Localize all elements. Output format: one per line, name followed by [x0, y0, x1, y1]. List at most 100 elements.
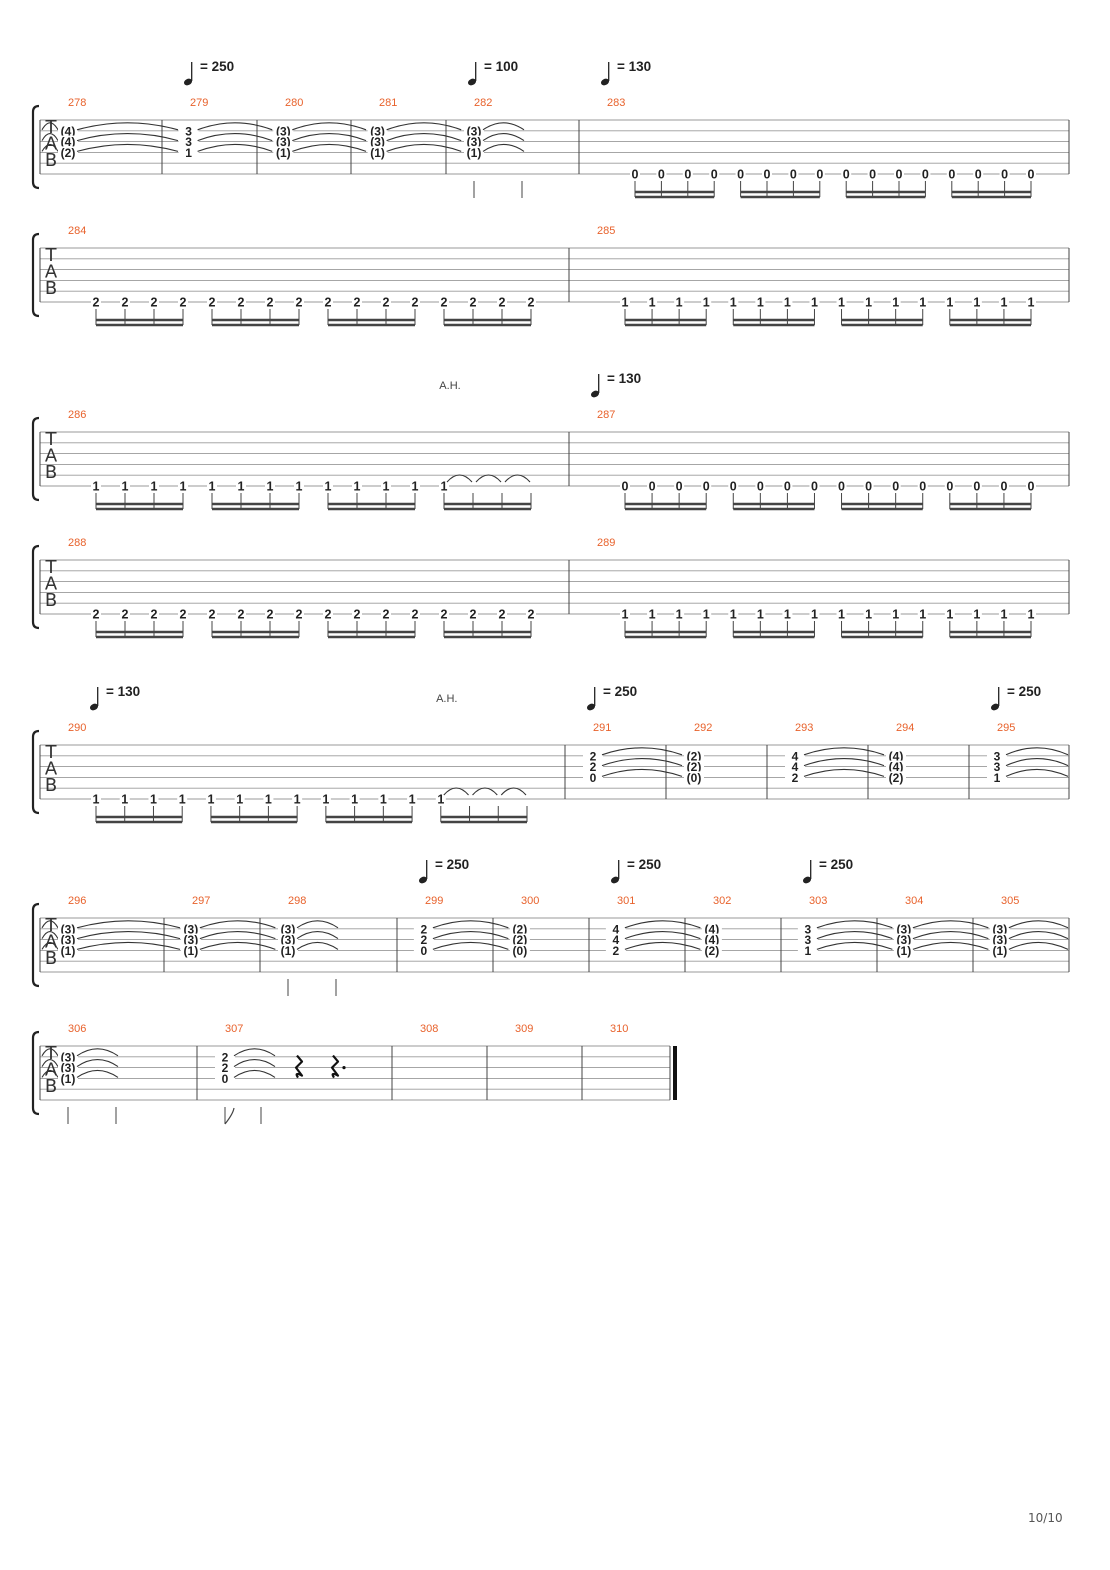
fret-number: (2)	[687, 760, 702, 774]
fret-number: 0	[1001, 168, 1008, 182]
fret-number: 4	[613, 922, 620, 936]
fret-number: (4)	[705, 933, 720, 947]
fret-number: 1	[811, 608, 818, 622]
fret-number: (2)	[687, 749, 702, 763]
fret-number: 1	[1000, 608, 1007, 622]
measure-number: 299	[425, 895, 443, 907]
measure-number: 295	[997, 722, 1015, 734]
measure-number: 291	[593, 722, 611, 734]
quarter-note-icon	[802, 860, 812, 884]
fret-number: 2	[383, 296, 390, 310]
fret-number: 1	[354, 480, 361, 494]
measure: 306(3)(3)(1)	[41, 1023, 119, 1124]
fret-number: (3)	[61, 922, 76, 936]
fret-number: 2	[470, 608, 477, 622]
measure: 304(3)(3)(1)	[893, 895, 989, 958]
fret-number: 2	[209, 608, 216, 622]
fret-number: 1	[892, 608, 899, 622]
tab-clef-icon: TAB	[45, 245, 58, 299]
fret-number: 3	[805, 933, 812, 947]
fret-number: 0	[1000, 480, 1007, 494]
tempo-marking: = 130	[89, 684, 140, 711]
tie-arc	[41, 1069, 59, 1078]
measure-number: 305	[1001, 895, 1019, 907]
tie-arc	[76, 1048, 119, 1057]
fret-number: (3)	[281, 933, 296, 947]
fret-number: 2	[354, 296, 361, 310]
tie-arc	[816, 941, 893, 950]
tie-arc	[76, 931, 181, 940]
tempo-value: = 130	[607, 371, 641, 386]
fret-number: 2	[354, 608, 361, 622]
fret-number: (0)	[687, 771, 702, 785]
measure-number: 285	[597, 225, 615, 237]
fret-number: 2	[93, 608, 100, 622]
fret-number: 1	[180, 480, 187, 494]
svg-text:B: B	[45, 1076, 57, 1097]
tie-arc	[41, 133, 59, 141]
fret-number: (3)	[61, 1050, 76, 1064]
measure-number: 286	[68, 409, 86, 421]
fret-number: 2	[441, 296, 448, 310]
fret-number: 1	[703, 296, 710, 310]
measure-number: 287	[597, 409, 615, 421]
fret-number: 1	[351, 793, 358, 807]
fret-number: (1)	[61, 1072, 76, 1086]
tempo-value: = 250	[435, 857, 469, 872]
fret-number: (2)	[513, 933, 528, 947]
fret-number: 0	[649, 480, 656, 494]
fret-number: (3)	[61, 933, 76, 947]
fret-number: 2	[296, 608, 303, 622]
fret-number: 0	[784, 480, 791, 494]
fret-number: 1	[973, 608, 980, 622]
tie-arc	[233, 1048, 276, 1057]
tie-arc	[500, 787, 527, 796]
harmonic-annotation: A.H.	[439, 380, 460, 392]
quarter-note-icon	[418, 860, 428, 884]
fret-number: 1	[865, 296, 872, 310]
fret-number: 1	[973, 296, 980, 310]
system-bracket	[31, 416, 40, 502]
fret-number: (1)	[61, 944, 76, 958]
tie-arc	[803, 747, 885, 756]
tie-arc	[76, 143, 179, 152]
fret-number: 1	[919, 608, 926, 622]
tie-arc	[912, 931, 989, 940]
measure-number: 304	[905, 895, 923, 907]
measure-number: 280	[285, 97, 303, 109]
fret-number: 2	[528, 296, 535, 310]
quarter-note-icon	[586, 687, 596, 711]
fret-number: 0	[757, 480, 764, 494]
fret-number: 2	[590, 749, 597, 763]
tempo-marking: = 100	[467, 59, 518, 86]
fret-number: 0	[919, 480, 926, 494]
fret-number: 1	[622, 296, 629, 310]
measure-number: 308	[420, 1023, 438, 1035]
quarter-note-icon	[990, 687, 1000, 711]
fret-number: 1	[730, 296, 737, 310]
fret-number: 2	[122, 296, 129, 310]
fret-number: 2	[151, 296, 158, 310]
fret-number: (2)	[889, 771, 904, 785]
fret-number: (3)	[276, 124, 291, 138]
tempo-marking: = 250	[990, 684, 1041, 711]
fret-number: (3)	[370, 135, 385, 149]
fret-number: (0)	[513, 944, 528, 958]
fret-number: 1	[236, 793, 243, 807]
fret-number: 0	[946, 480, 953, 494]
tie-arc	[432, 941, 509, 950]
svg-text:A: A	[45, 759, 58, 780]
fret-number: (3)	[993, 922, 1008, 936]
fret-number: (1)	[184, 944, 199, 958]
fret-number: 1	[649, 296, 656, 310]
fret-number: 0	[843, 168, 850, 182]
tie-arc	[1008, 920, 1069, 929]
fret-number: 2	[613, 944, 620, 958]
